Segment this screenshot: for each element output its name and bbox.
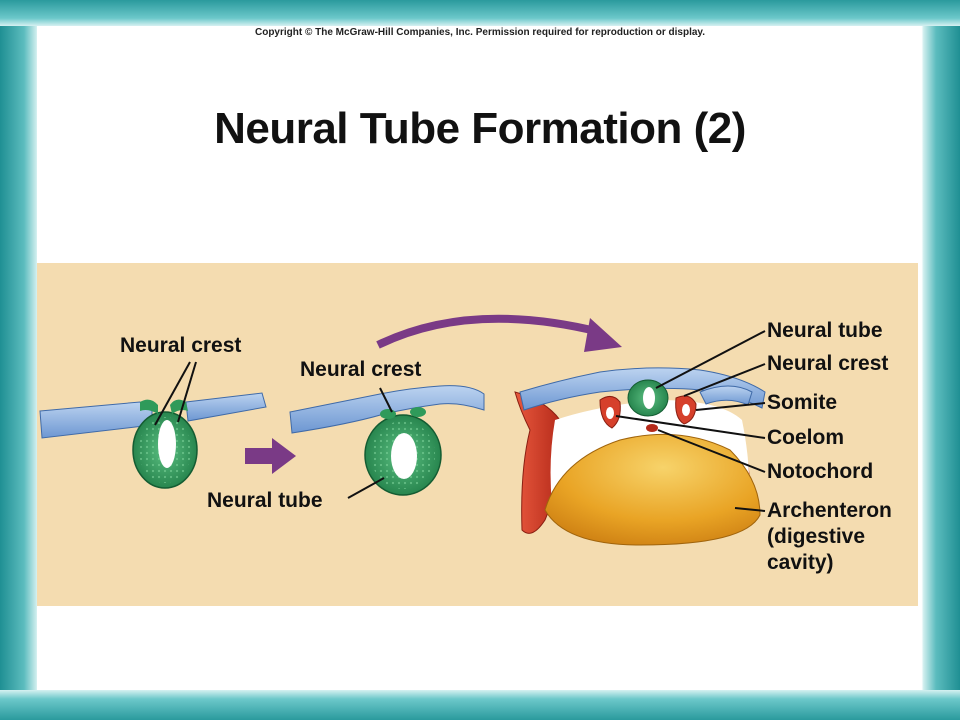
stage3-pointers bbox=[615, 330, 766, 512]
stage3-cross-section bbox=[514, 367, 766, 546]
right-neural-tube-label: Neural tube bbox=[767, 319, 883, 342]
cavity-label: cavity) bbox=[767, 551, 834, 574]
copyright-notice: Copyright © The McGraw-Hill Companies, I… bbox=[254, 27, 706, 38]
stage1-embryo bbox=[39, 392, 267, 489]
archenteron-label: Archenteron bbox=[767, 499, 892, 522]
right-neural-crest-label: Neural crest bbox=[767, 352, 889, 375]
curved-arrow-icon bbox=[376, 314, 622, 352]
coelom-label: Coelom bbox=[767, 426, 845, 449]
stage2-neural-crest-label: Neural crest bbox=[300, 358, 422, 381]
stage2-pointers bbox=[347, 387, 393, 499]
stage2-embryo bbox=[289, 385, 485, 496]
stage1-neural-crest-label: Neural crest bbox=[120, 334, 242, 357]
neural-tube-label: Neural tube bbox=[207, 489, 323, 512]
somite-label: Somite bbox=[767, 391, 838, 414]
arrow-right-icon bbox=[245, 438, 296, 474]
stage1-pointers bbox=[154, 361, 197, 426]
frame-top bbox=[0, 0, 960, 26]
frame-bottom bbox=[0, 690, 960, 720]
slide-title: Neural Tube Formation (2) bbox=[214, 104, 746, 153]
digestive-label: (digestive bbox=[767, 525, 866, 548]
notochord-label: Notochord bbox=[767, 460, 874, 483]
